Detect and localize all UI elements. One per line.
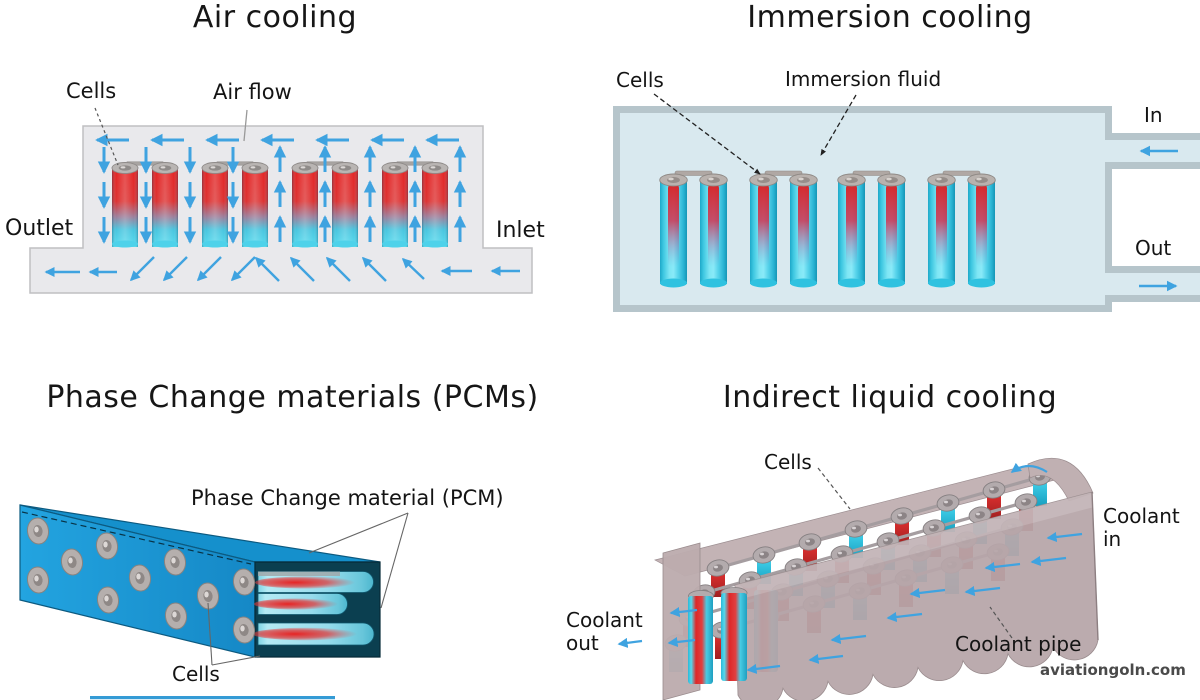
coolant-pipe-uturn bbox=[1027, 457, 1094, 502]
pcm-leader-lines bbox=[207, 512, 409, 666]
cells-leader-line bbox=[817, 467, 851, 510]
air-flow-label: Air flow bbox=[213, 80, 292, 104]
coolant-flow-arrows bbox=[617, 462, 1083, 674]
indirect-cooling-title: Indirect liquid cooling bbox=[722, 380, 1058, 415]
immersion-fluid-leader-line bbox=[820, 94, 857, 156]
watermark: aviationgoln.com bbox=[1040, 661, 1186, 679]
bottom-blue-line bbox=[90, 696, 335, 700]
inlet-label: Inlet bbox=[493, 218, 548, 244]
pcm-material-label: Phase Change material (PCM) bbox=[191, 486, 504, 510]
immersion-cooling-title: Immersion cooling bbox=[747, 0, 1033, 35]
coolant-out-label: Coolant out bbox=[566, 608, 643, 655]
air-flow-arrows bbox=[44, 133, 520, 282]
coolant-pipe-label: Coolant pipe bbox=[955, 632, 1082, 656]
air-cells-label: Cells bbox=[66, 79, 117, 103]
cells-leader-line bbox=[653, 93, 761, 175]
cell-pair-connectors bbox=[674, 170, 981, 176]
pcm-box-end-face bbox=[253, 561, 381, 658]
pcm-box-ridge-line bbox=[21, 511, 252, 565]
air-cooling-title: Air cooling bbox=[192, 0, 358, 35]
air-cooling-diagram bbox=[29, 107, 533, 294]
air-flow-leader-line bbox=[243, 109, 248, 142]
coolant-pipe-leader-line bbox=[989, 606, 1013, 639]
outlet-label: Outlet bbox=[2, 216, 77, 242]
pcm-diagram bbox=[19, 504, 409, 700]
in-label: In bbox=[1144, 103, 1163, 127]
coolant-pipe-highlight bbox=[735, 492, 1094, 600]
out-label: Out bbox=[1135, 236, 1172, 260]
immersion-fluid-label: Immersion fluid bbox=[785, 67, 942, 91]
cells-leader-line bbox=[94, 107, 119, 166]
indirect-cells-label: Cells bbox=[764, 450, 812, 474]
pcm-title: Phase Change materials (PCMs) bbox=[46, 380, 539, 415]
pcm-cells-label: Cells bbox=[172, 662, 220, 686]
coolant-in-label: Coolant in bbox=[1103, 504, 1180, 551]
immersion-cells-label: Cells bbox=[616, 68, 664, 92]
immersion-cooling-diagram bbox=[613, 93, 1200, 312]
front-cells bbox=[688, 587, 748, 684]
indirect-cooling-diagram bbox=[617, 457, 1099, 700]
